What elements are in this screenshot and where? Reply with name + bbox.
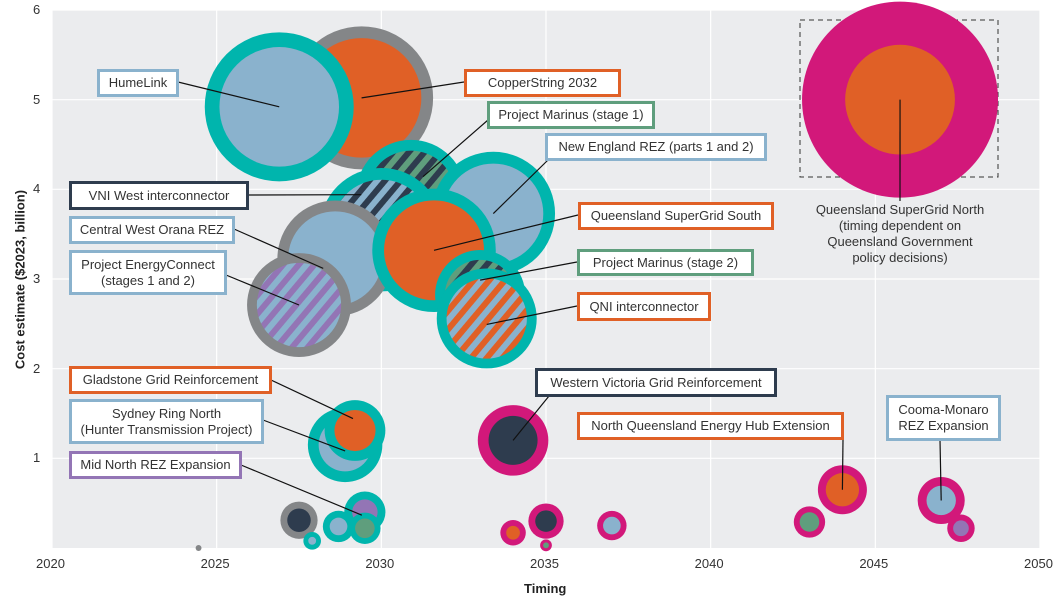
- leader-line: [270, 379, 354, 420]
- leader-line: [225, 274, 300, 306]
- y-tick-label: 5: [33, 91, 41, 107]
- bubble: [540, 539, 552, 552]
- label-mid-north-rez: Mid North REZ Expansion: [69, 451, 242, 479]
- bubble-ring: [195, 545, 202, 551]
- bubble: [793, 506, 826, 538]
- bubble-core: [799, 512, 820, 532]
- bubble: [195, 545, 202, 551]
- y-tick-label: 6: [33, 2, 41, 17]
- label-central-west-orana: Central West Orana REZ: [69, 216, 235, 244]
- x-tick-label: 2025: [200, 556, 230, 571]
- bubble: [500, 520, 526, 546]
- label-marinus-1: Project Marinus (stage 1): [487, 101, 655, 129]
- bubble-core: [543, 542, 549, 549]
- label-qsg-south: Queensland SuperGrid South: [578, 202, 774, 230]
- label-line: Project EnergyConnect: [81, 256, 215, 272]
- label-gladstone: Gladstone Grid Reinforcement: [69, 366, 272, 394]
- bubble-core: [355, 518, 375, 539]
- label-energyconnect: Project EnergyConnect (stages 1 and 2): [69, 250, 227, 295]
- bubble-core: [329, 517, 348, 536]
- label-line: Queensland SuperGrid North: [815, 202, 985, 217]
- label-sydney-ring-north: Sydney Ring North (Hunter Transmission P…: [69, 399, 264, 444]
- x-tick-label: 2030: [365, 556, 395, 571]
- leader-line: [177, 81, 280, 108]
- bubble: [947, 514, 975, 542]
- bubble-core: [308, 536, 317, 545]
- label-line: (timing dependent on: [838, 218, 962, 233]
- label-western-victoria: Western Victoria Grid Reinforcement: [535, 368, 777, 397]
- leader-line: [492, 159, 549, 214]
- bubble-core: [446, 278, 527, 359]
- x-tick-label: 2020: [36, 556, 65, 571]
- label-copperstring: CopperString 2032: [464, 69, 621, 97]
- label-new-england-rez: New England REZ (parts 1 and 2): [545, 133, 767, 161]
- leader-line: [240, 464, 363, 516]
- bubble-core: [506, 525, 520, 540]
- bubble-gladstone-grid-reinforcement: [324, 400, 386, 461]
- label-line: (Hunter Transmission Project): [80, 421, 253, 437]
- label-line: Sydney Ring North: [111, 405, 222, 421]
- y-tick-label: 1: [33, 450, 41, 466]
- label-marinus-2: Project Marinus (stage 2): [577, 249, 754, 276]
- label-line: Queensland Government: [827, 234, 973, 249]
- bubble-humelink: [204, 32, 354, 182]
- bubble-qni-interconnector: [436, 268, 537, 369]
- bubble-core: [953, 520, 969, 537]
- label-vni-west: VNI West interconnector: [69, 181, 249, 210]
- leader-line: [841, 439, 844, 490]
- label-line: Cooma-Monaro: [898, 402, 989, 417]
- x-tick-label: 2035: [530, 556, 559, 571]
- x-tick-label: 2040: [694, 556, 724, 571]
- y-axis-title: Cost estimate ($2023, billion): [12, 189, 28, 370]
- y-tick-label: 2: [33, 360, 41, 376]
- bubble: [349, 512, 381, 544]
- bubble: [280, 501, 318, 539]
- leader-line: [480, 261, 578, 281]
- bubble-core: [287, 508, 311, 532]
- bubble-core: [256, 262, 342, 348]
- label-humelink: HumeLink: [97, 69, 179, 97]
- bubble: [528, 503, 564, 539]
- x-tick-label: 2045: [859, 556, 889, 571]
- leader-line: [262, 419, 346, 452]
- bubble-core: [535, 510, 557, 532]
- leader-line: [433, 214, 579, 251]
- label-qni: QNI interconnector: [577, 292, 711, 321]
- bubble-core: [845, 44, 955, 155]
- leader-line: [486, 305, 578, 326]
- y-tick-label: 4: [33, 181, 41, 197]
- leader-line: [422, 119, 489, 178]
- label-cooma-monaro: Cooma-Monaro REZ Expansion: [886, 395, 1001, 441]
- bubble: [303, 532, 321, 550]
- y-tick-label: 3: [33, 271, 41, 286]
- label-nq-energy-hub: North Queensland Energy Hub Extension: [577, 412, 844, 440]
- bubble-core: [334, 409, 376, 452]
- leader-line: [361, 81, 465, 99]
- label-line: REZ Expansion: [898, 418, 989, 433]
- x-axis-title: Timing: [524, 581, 567, 596]
- bubble: [322, 510, 355, 543]
- bubble: [597, 510, 627, 541]
- label-line: (stages 1 and 2): [101, 272, 195, 288]
- x-tick-label: 2050: [1024, 556, 1053, 571]
- leader-line: [939, 439, 942, 501]
- leader-line: [512, 395, 550, 441]
- label-line: policy decisions): [852, 250, 948, 265]
- leader-line: [233, 228, 324, 269]
- bubble-core: [603, 516, 621, 535]
- label-qsg-north: Queensland SuperGrid North (timing depen…: [800, 202, 1000, 266]
